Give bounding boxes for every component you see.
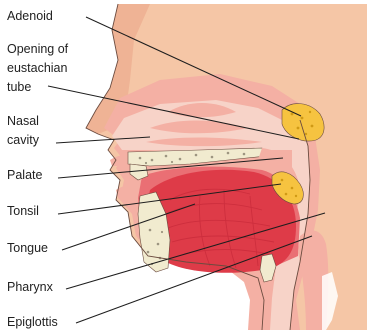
label-pharynx: Pharynx [7, 280, 54, 294]
label-nasal-cavity: Nasal cavity [7, 114, 42, 147]
label-tonsil: Tonsil [7, 204, 39, 218]
label-opening-of-eustachian-tube: Opening of eustachian tube [7, 42, 72, 94]
label-tongue: Tongue [7, 241, 48, 255]
label-palate: Palate [7, 168, 42, 182]
label-epiglottis: Epiglottis [7, 315, 58, 329]
label-adenoid: Adenoid [7, 9, 53, 23]
